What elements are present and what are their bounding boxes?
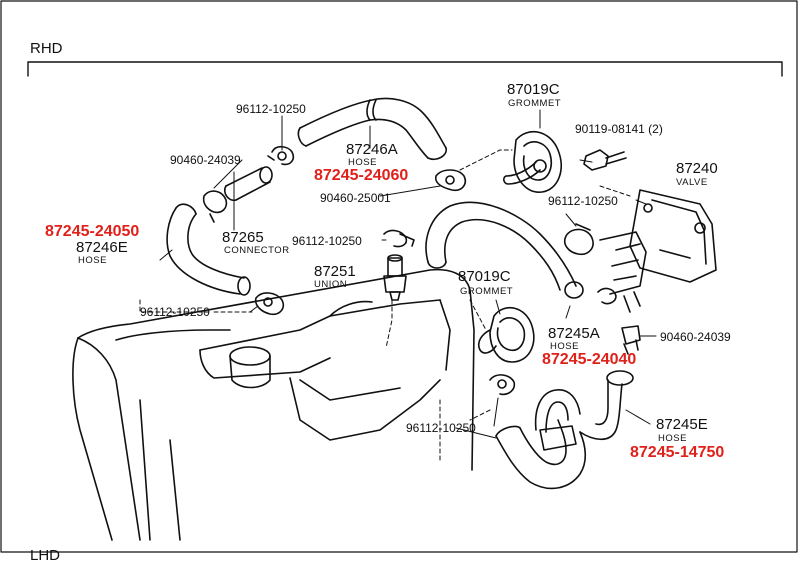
clamp-90460-25001 <box>434 169 467 192</box>
label-87245A: 87245A <box>548 325 600 342</box>
grommet-87019C-top <box>503 130 562 193</box>
label-87251-name: UNION <box>314 279 348 290</box>
label-96112-left-low: 96112-10250 <box>140 305 210 319</box>
label-90460-left: 90460-24039 <box>170 153 241 167</box>
highlight-87245-24040: 87245-24040 <box>542 351 637 368</box>
label-87019C-mid-name: GROMMET <box>460 286 514 297</box>
label-87265: 87265 <box>222 229 264 246</box>
label-90460-right: 90460-24039 <box>660 330 731 344</box>
label-96112-top: 96112-10250 <box>236 102 306 116</box>
label-96112-right: 96112-10250 <box>548 194 618 208</box>
label-87019C-top: 87019C <box>507 81 560 98</box>
label-87240: 87240 <box>676 160 718 177</box>
grommet-87019C-mid <box>477 306 535 363</box>
radiator-tank <box>72 268 475 541</box>
label-90119: 90119-08141 (2) <box>575 122 663 136</box>
dashed-guides <box>139 149 631 461</box>
hose-87246A <box>297 97 447 161</box>
label-87245E-name: HOSE <box>658 433 687 444</box>
clamp-96112-right <box>563 223 617 305</box>
connector-87265 <box>223 166 273 202</box>
label-90460-25001: 90460-25001 <box>320 191 391 205</box>
clamp-96112-top <box>267 145 295 166</box>
frame <box>0 0 798 553</box>
label-96112-mid: 96112-10250 <box>292 234 362 248</box>
label-87246A: 87246A <box>346 141 398 158</box>
label-87245A-name: HOSE <box>550 341 579 352</box>
label-87019C-mid: 87019C <box>458 268 511 285</box>
label-87240-name: VALVE <box>676 177 708 188</box>
label-87265-name: CONNECTOR <box>224 245 290 256</box>
hose-87245A <box>425 201 584 299</box>
clamp-96112-mid <box>383 229 415 248</box>
clamp-96112-bottom <box>489 374 516 396</box>
clamp-96112-lower-left <box>254 292 285 316</box>
highlight-87245-24060: 87245-24060 <box>314 167 409 184</box>
valve-87240 <box>599 189 717 313</box>
bolt-90119 <box>583 149 627 171</box>
clamp-90460-left <box>202 190 228 223</box>
label-87245E: 87245E <box>656 416 708 433</box>
label-87019C-top-name: GROMMET <box>508 98 562 109</box>
label-87246A-name: HOSE <box>348 157 377 168</box>
section-bracket <box>27 61 783 77</box>
highlight-87245-24050: 87245-24050 <box>45 223 140 240</box>
label-96112-bottom: 96112-10250 <box>406 421 476 435</box>
label-87251: 87251 <box>314 263 356 280</box>
hose-87245E <box>495 370 634 490</box>
highlight-87245-14750: 87245-14750 <box>630 444 725 461</box>
section-bottom-partial: LHD <box>30 547 61 564</box>
label-87246E: 87246E <box>76 239 128 256</box>
union-87251 <box>383 254 407 301</box>
section-title: RHD <box>30 40 63 57</box>
label-87246E-name: HOSE <box>78 255 107 266</box>
clamp-90460-right <box>621 325 641 355</box>
hose-87246E <box>166 203 251 296</box>
leader-lines <box>159 109 657 439</box>
